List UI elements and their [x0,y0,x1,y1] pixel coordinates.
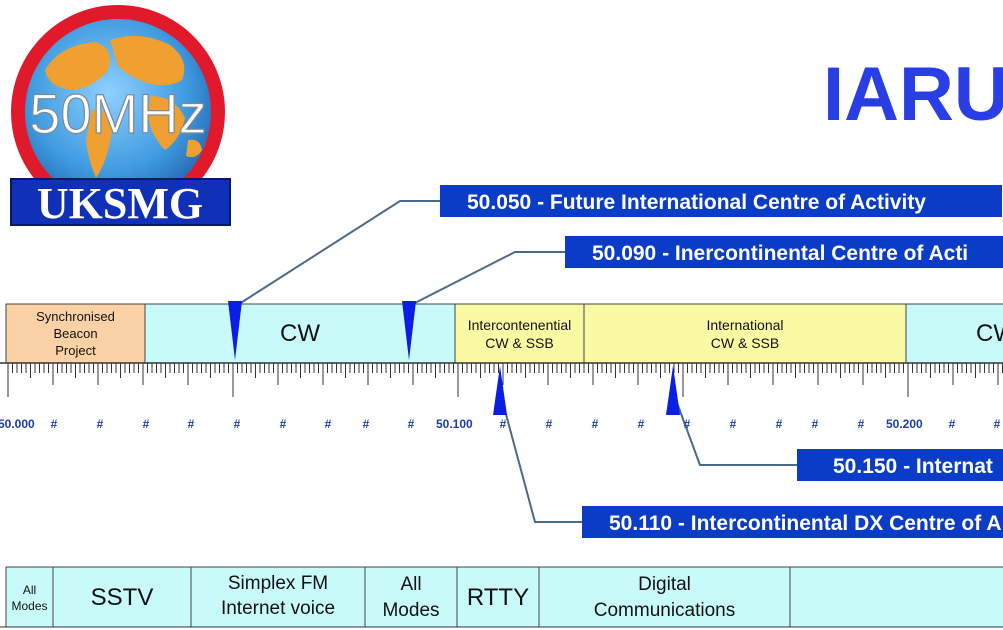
segment-cw-2 [905,303,1003,364]
callout-label: 50.050 - Future International Centre of … [467,191,926,214]
leader-line-3 [672,391,797,466]
leader-line-1 [235,200,440,307]
marker-50110-icon [493,366,507,415]
segment-cw-label: CW [280,319,320,347]
scale-tick-marker: # [363,417,370,431]
mode-rtty-label: RTTY [466,584,530,611]
scale-tick-marker: # [638,417,645,431]
segment-international [583,303,907,364]
callout-label: 50.090 - Inercontinental Centre of Acti [592,242,968,265]
segment-international-label: International CW & SSB [706,316,784,351]
uksmg-logo: 50MHz UKSMG [10,5,231,228]
scale-tick-marker: # [143,417,150,431]
page-title: IARU [823,52,1003,137]
scale-tick-marker: # [684,417,691,431]
segment-cw-2-label: CW [976,319,1003,347]
marker-50090-icon [402,301,416,360]
mode-simplex-fm-label: Simplex FM Internet voice [220,573,336,619]
leader-line-4 [499,391,582,523]
logo-name-text: UKSMG [37,179,203,228]
callout-label: 50.110 - Intercontinental DX Centre of A [609,512,1001,535]
scale-tick-marker: # [188,417,195,431]
scale-markers: # # # # # # # # # # # # # # # # # # # # [51,417,1001,431]
segment-intercontinental [454,303,585,364]
leader-lines [235,200,797,523]
scale-end-label: 50.200 [886,417,923,431]
mode-unlabeled [790,570,1003,626]
mode-segments [0,566,1003,628]
frequency-markers [228,301,680,415]
scale-start-label: 50.000 [0,417,35,431]
segment-intercontinental-label: Intercontenential CW & SSB [467,316,572,351]
scale-ticks [7,363,1003,397]
scale-tick-marker: # [51,417,58,431]
segment-cw [144,303,456,364]
scale-tick-marker: # [546,417,553,431]
mode-sstv-label: SSTV [90,584,154,611]
marker-50050-icon [228,301,242,360]
scale-tick-marker: # [234,417,241,431]
callout-2: 50.090 - Inercontinental Centre of Acti [565,236,1003,268]
mode-all-modes-2-label: All Modes [382,574,440,621]
scale-tick-marker: # [592,417,599,431]
scale-tick-marker: # [408,417,415,431]
band-segments [5,303,1003,364]
logo-band-text: 50MHz [29,82,206,145]
scale-mid-label: 50.100 [436,417,473,431]
mode-all-modes-label: All Modes [11,583,48,613]
callout-box [582,506,1003,538]
segment-beacon-label: Synchronised Beacon Project [36,309,115,358]
scale-tick-marker: # [325,417,332,431]
scale-tick-marker: # [97,417,104,431]
scale-tick-marker: # [812,417,819,431]
callout-3: 50.150 - Internat [797,449,1003,481]
callout-label: 50.150 - Internat [833,455,993,478]
mode-row-bg [5,566,1003,628]
leader-line-2 [408,251,565,307]
scale-tick-marker: # [858,417,865,431]
mode-digital-label: Digital Communications [593,574,736,621]
scale-tick-marker: # [730,417,737,431]
marker-50150-icon [666,366,680,415]
scale-tick-marker: # [280,417,287,431]
scale-tick-marker: # [994,417,1001,431]
scale-tick-marker: # [500,417,507,431]
scale-tick-marker: # [776,417,783,431]
callout-box [797,449,1003,481]
callout-box [565,236,1003,268]
callout-1: 50.050 - Future International Centre of … [440,185,1002,217]
callout-box [440,185,1002,217]
callout-4: 50.110 - Intercontinental DX Centre of A [582,506,1003,538]
scale-tick-marker: # [949,417,956,431]
world-map-icon [45,36,202,178]
segment-beacon [5,303,146,364]
logo-name-plate [10,178,231,226]
